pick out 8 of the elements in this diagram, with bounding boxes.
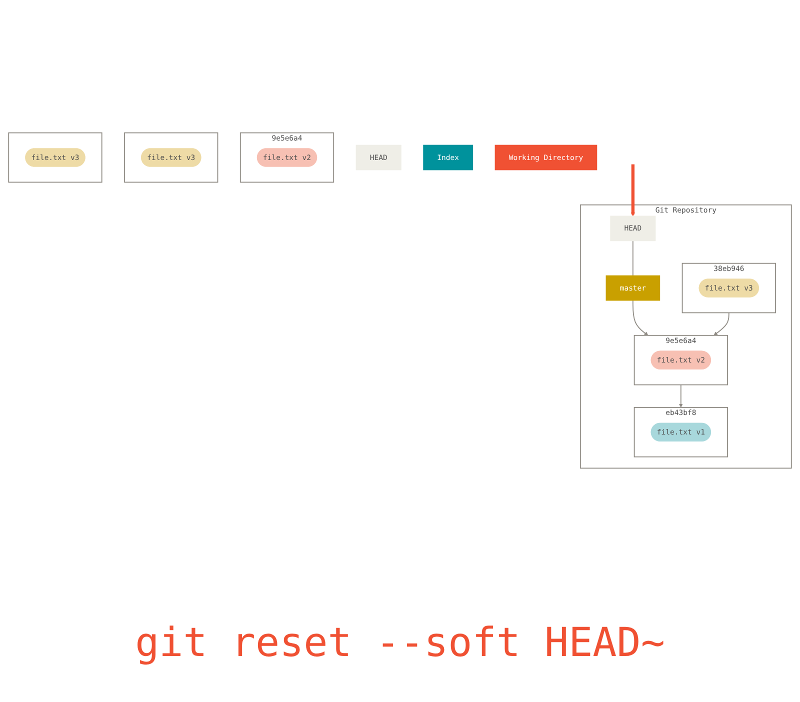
arrow [678, 384, 683, 408]
command-caption: git reset --soft HEAD~ [134, 620, 666, 666]
arrow [714, 312, 730, 336]
arrow [630, 164, 635, 216]
connector [632, 240, 634, 276]
cluster [8, 132, 102, 182]
cluster [124, 132, 218, 182]
arrow [632, 299, 648, 336]
